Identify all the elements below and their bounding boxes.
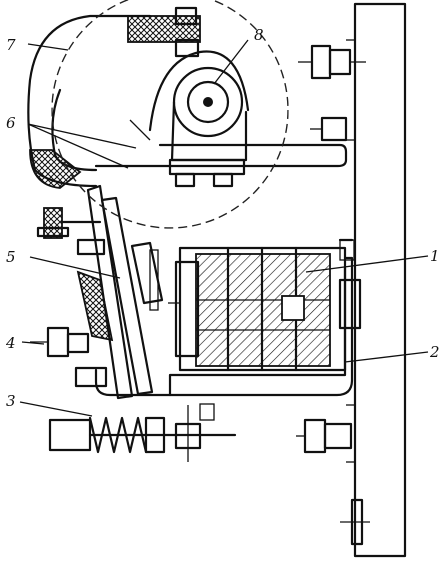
terminal-screw-4 <box>30 326 108 388</box>
bottom-mount-bolt <box>296 418 353 454</box>
label-7: 7 <box>6 36 16 54</box>
label-6: 6 <box>6 114 16 132</box>
label-1: 1 <box>430 247 440 265</box>
swing-path <box>52 0 288 228</box>
leader-lines <box>19 39 429 417</box>
upper-frame <box>94 143 348 168</box>
contact-finger <box>76 270 114 342</box>
label-2: 2 <box>429 343 440 361</box>
label-8: 8 <box>254 26 264 44</box>
mid-mount-bolt <box>310 116 348 142</box>
adjusting-spring-3 <box>48 403 237 462</box>
cam-mechanism-8 <box>129 50 250 188</box>
label-3: 3 <box>6 392 16 410</box>
coil-1 <box>168 246 347 372</box>
contact-stack-upper <box>36 207 106 256</box>
top-mount-bolt <box>298 44 366 80</box>
label-5: 5 <box>6 248 16 266</box>
bracket-7 <box>27 6 201 189</box>
base-bolt <box>340 498 370 546</box>
label-4: 4 <box>5 334 16 352</box>
